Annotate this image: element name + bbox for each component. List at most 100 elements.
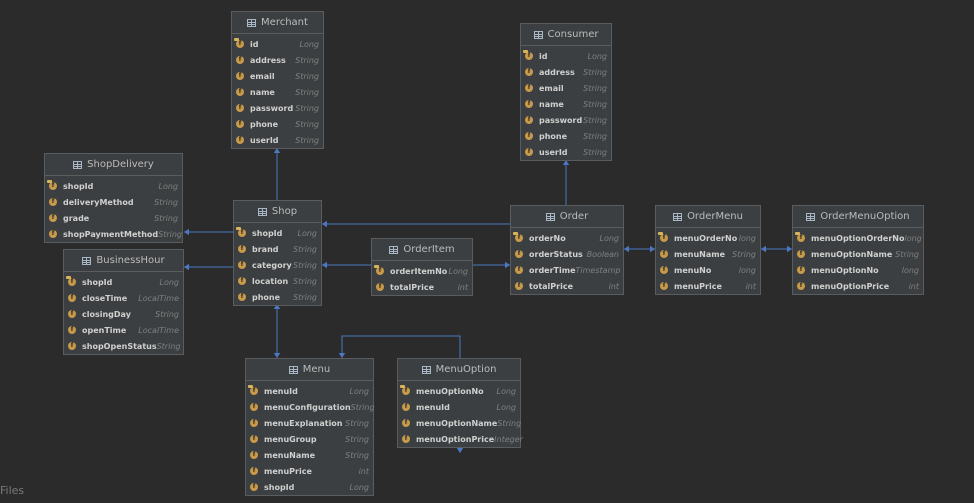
entity-header[interactable]: BusinessHour	[64, 250, 183, 272]
edge-order-ordermenu-arrowhead-start	[624, 245, 629, 253]
field-icon: f	[515, 282, 523, 290]
field-name: menuId	[416, 402, 450, 412]
entity-header[interactable]: Menu	[246, 359, 373, 381]
field-type: String	[345, 418, 369, 428]
field-type: Long	[297, 228, 318, 238]
edge-menuoption-menu-arrowhead	[338, 353, 346, 358]
field-icon: f	[236, 88, 244, 96]
field-name: menuName	[264, 450, 316, 460]
entity-header[interactable]: OrderMenu	[656, 206, 760, 228]
field-type: Integer	[494, 434, 523, 444]
field-name: menuConfiguration	[264, 402, 351, 412]
edge-shop-shopdelivery-arrowhead	[184, 228, 189, 236]
entity-header[interactable]: OrderItem	[372, 239, 472, 261]
field-type: String	[155, 309, 179, 319]
field-type: Long	[448, 266, 469, 276]
entity-header[interactable]: Merchant	[232, 12, 323, 34]
field-name: menuPrice	[674, 281, 722, 291]
field-type: Long	[299, 39, 320, 49]
field-icon: f	[525, 68, 533, 76]
entity-header[interactable]: Consumer	[521, 24, 611, 46]
field-type: String	[345, 450, 369, 460]
entity-header[interactable]: ShopDelivery	[45, 154, 182, 176]
entity-header[interactable]: MenuOption	[398, 359, 520, 381]
entity-header[interactable]: Order	[511, 206, 623, 228]
table-icon	[545, 212, 555, 221]
entity-header[interactable]: OrderMenuOption	[793, 206, 923, 228]
files-label[interactable]: Files	[0, 484, 25, 497]
table-icon	[806, 212, 816, 221]
field-type: String	[295, 119, 319, 129]
field-icon: f	[797, 266, 805, 274]
field-type: Long	[587, 51, 608, 61]
entity-header[interactable]: Shop	[234, 201, 321, 223]
field-name: menuOptionPrice	[811, 281, 890, 291]
field-type: Long	[599, 233, 620, 243]
